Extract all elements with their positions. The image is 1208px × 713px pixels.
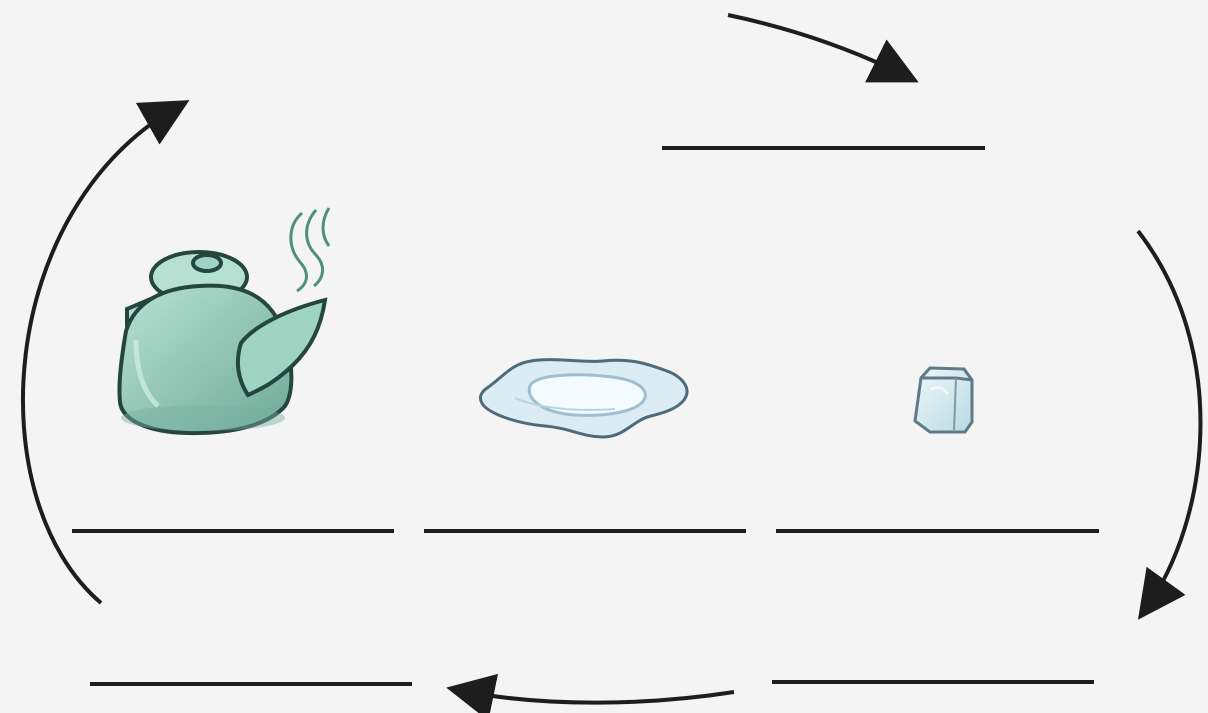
ice-cube-icon [915,368,972,432]
top-arrow [728,15,908,77]
bottom-arrow [458,690,734,703]
right-arrow [1138,231,1200,610]
water-puddle-icon [480,360,687,437]
steaming-kettle-icon [119,208,329,433]
